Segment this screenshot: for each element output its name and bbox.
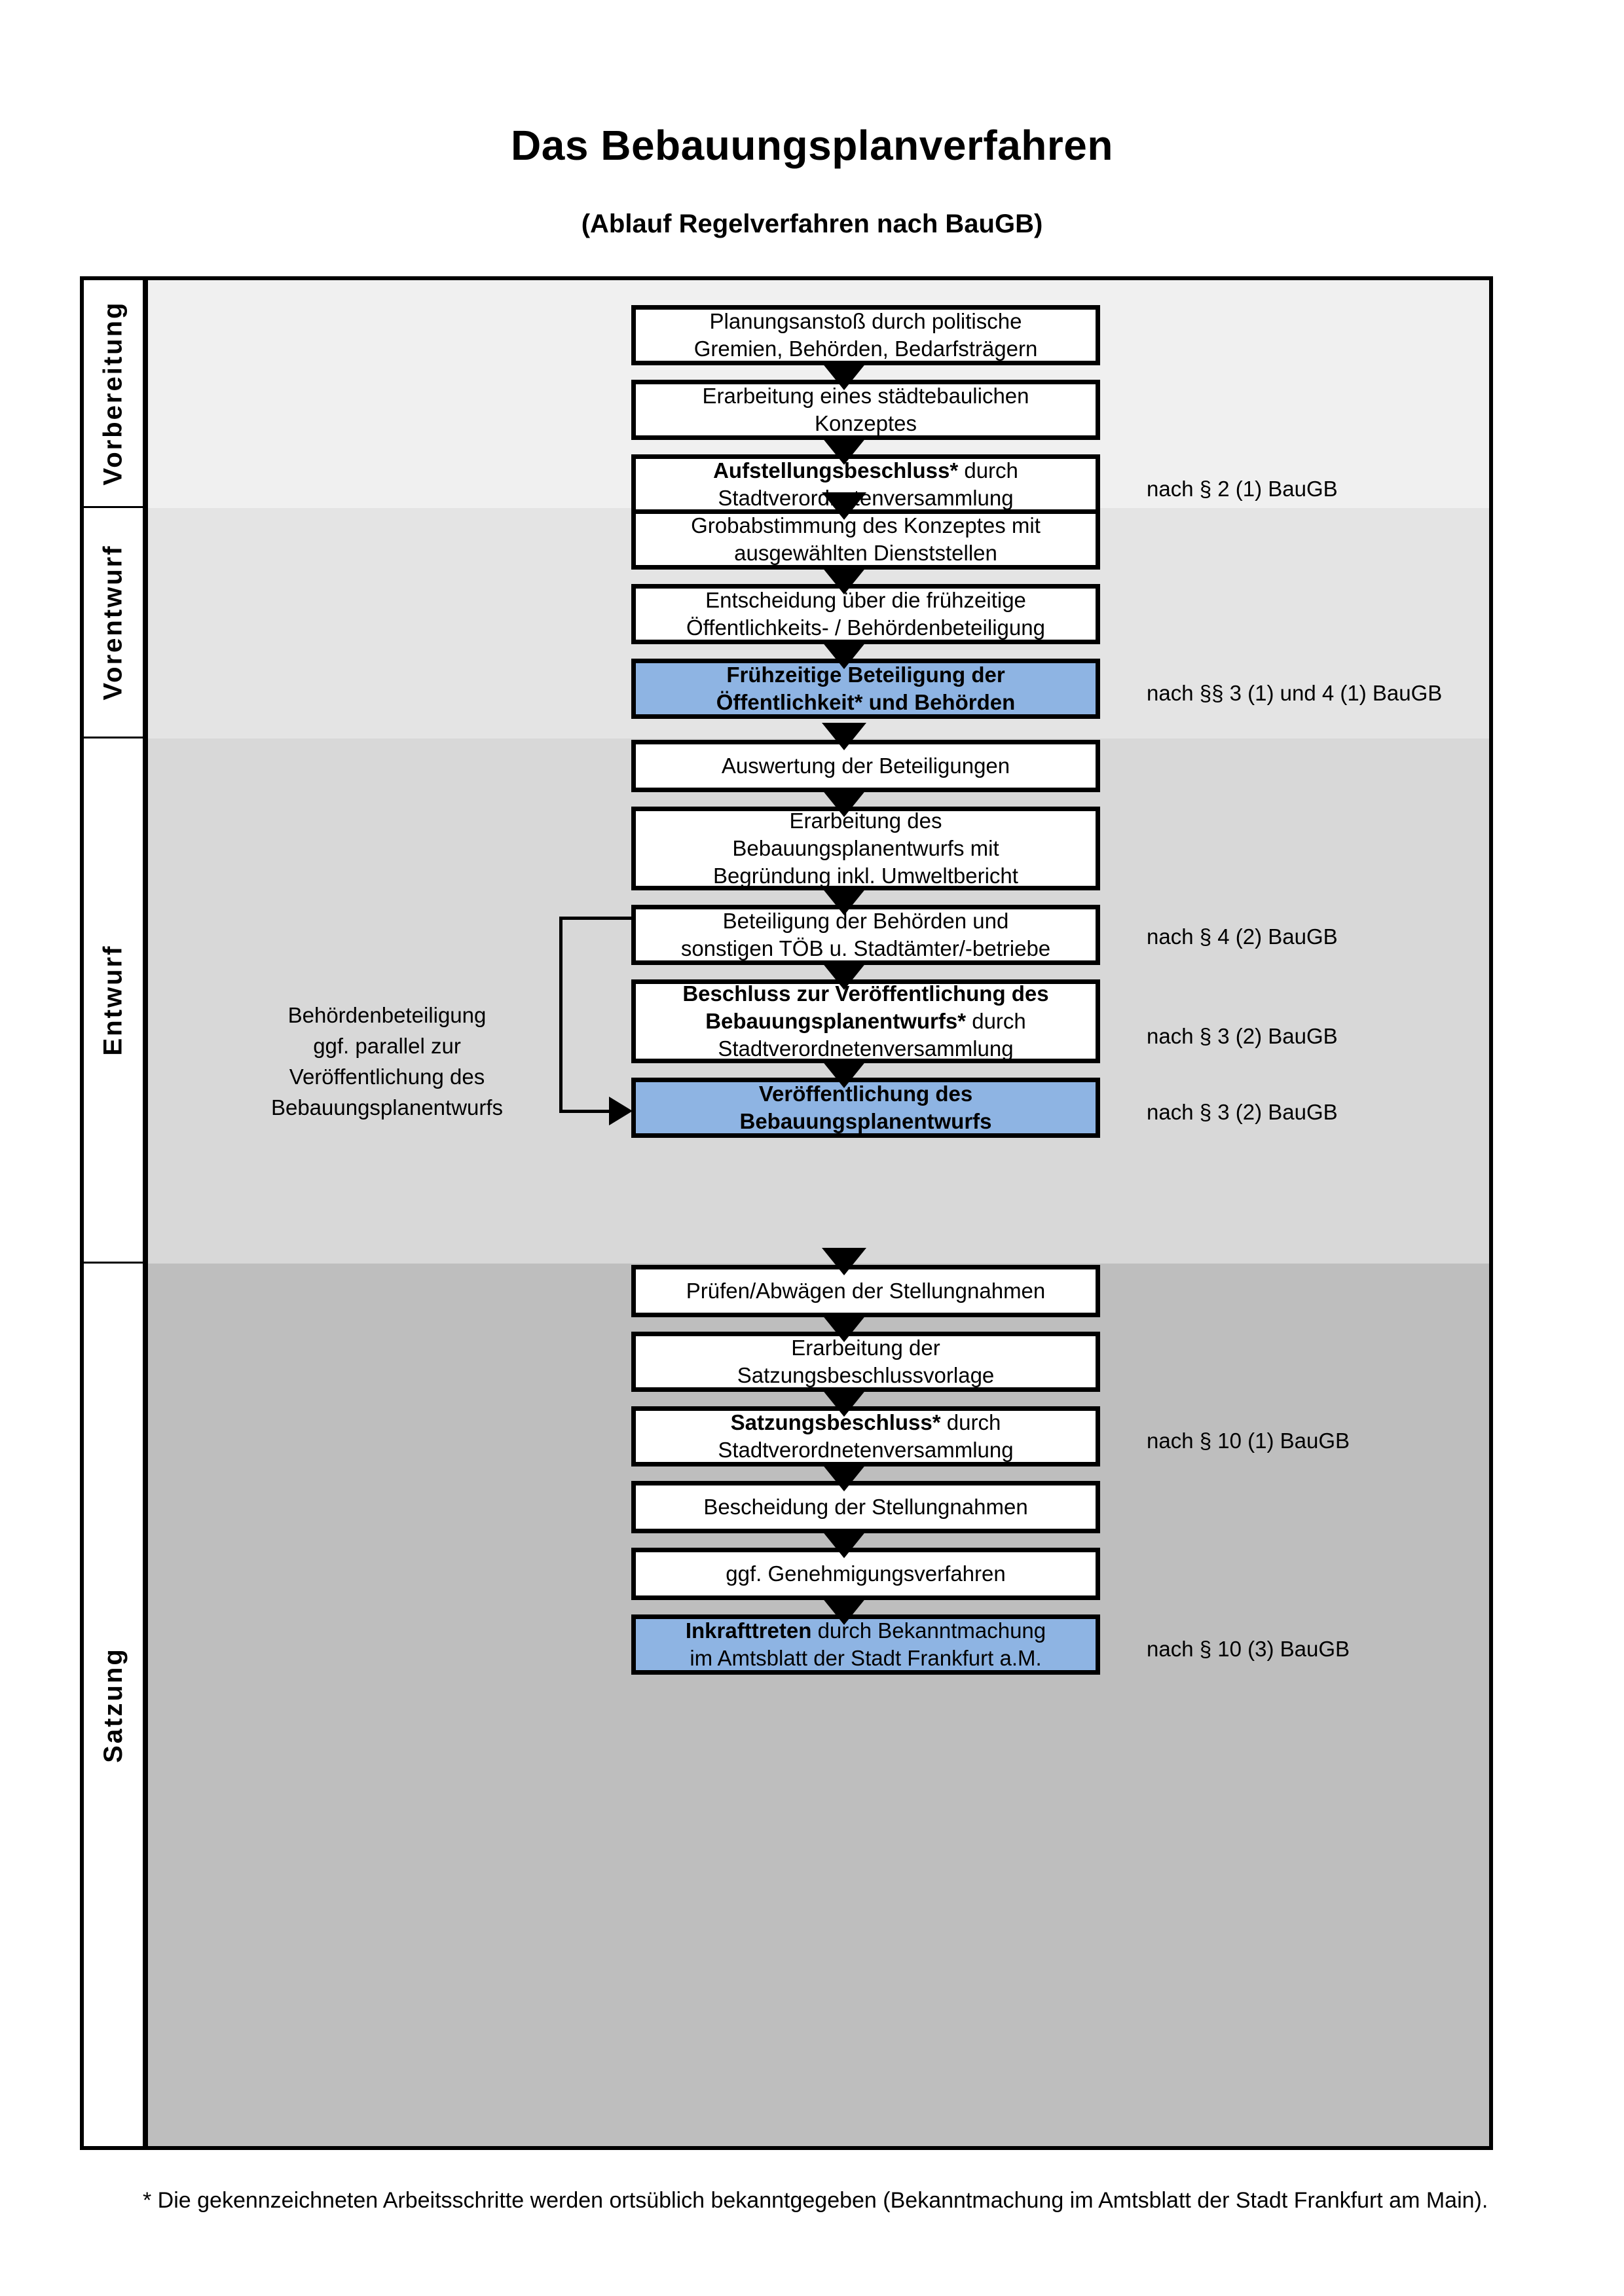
flow-arrow-down (822, 723, 866, 750)
connector-bottom-segment (559, 1110, 612, 1113)
flow-arrow-down (822, 492, 866, 520)
phase-label-vorbereitung: Vorbereitung (84, 280, 143, 508)
phase-label-satzung: Satzung (84, 1264, 143, 2146)
side-note-par4-2: nach § 4 (2) BauGB (1147, 924, 1338, 949)
node-line: Bebauungsplanentwurfs mit (732, 835, 999, 860)
left-annotation-line: ggf. parallel zur (313, 1033, 461, 1058)
node-line: durch (958, 458, 1018, 483)
flow-arrow-down (822, 962, 866, 990)
side-note-par3-2-b: nach § 3 (2) BauGB (1147, 1100, 1338, 1124)
node-line: ggf. Genehmigungsverfahren (726, 1561, 1006, 1586)
left-annotation-line: Behördenbeteiligung (287, 1003, 487, 1027)
phase-label-text: Vorbereitung (98, 301, 128, 486)
side-note-par10-3: nach § 10 (3) BauGB (1147, 1637, 1350, 1661)
left-annotation-line: Bebauungsplanentwurfs (270, 1095, 504, 1120)
node-line: Planungsanstoß durch politische (709, 308, 1022, 333)
node-line-bold: Inkrafttreten (685, 1618, 812, 1643)
phase-bands: Planungsanstoß durch politische Gremien,… (148, 280, 1489, 2146)
flow-arrow-down (822, 567, 866, 594)
footnote-text: * Die gekennzeichneten Arbeitsschritte w… (143, 2188, 1488, 2213)
page-subtitle: (Ablauf Regelverfahren nach BauGB) (581, 210, 1043, 238)
node-line: Öffentlichkeits- / Behördenbeteiligung (686, 615, 1045, 640)
band-vorbereitung: Planungsanstoß durch politische Gremien,… (148, 280, 1489, 515)
band-satzung: Prüfen/Abwägen der Stellungnahmen Erarbe… (148, 1248, 1489, 2146)
node-line: Gremien, Behörden, Bedarfsträgern (693, 337, 1038, 361)
node-line: Bescheidung der Stellungnahmen (703, 1494, 1028, 1519)
flow-arrow-down (822, 1464, 866, 1491)
flow-node-beschluss-veroeffentlichung: Beschluss zur Veröffentlichung des Bebau… (631, 979, 1100, 1063)
node-line: durch (940, 1410, 1001, 1434)
flow-arrow-down (822, 888, 866, 915)
flow-arrow-down (822, 1531, 866, 1558)
page-title: Das Bebauungsplanverfahren (511, 122, 1113, 169)
node-line-bold: Öffentlichkeit* und Behörden (716, 690, 1016, 714)
phase-label-column: Vorbereitung Vorentwurf Entwurf Satzung (84, 280, 148, 2146)
phase-label-vorentwurf: Vorentwurf (84, 508, 143, 738)
node-line-bold: Bebauungsplanentwurfs* (705, 1008, 967, 1033)
side-note-par3-1-4-1: nach §§ 3 (1) und 4 (1) BauGB (1147, 681, 1443, 705)
flow-arrow-down (822, 1248, 866, 1275)
node-line: Stadtverordnetenversammlung (718, 1438, 1014, 1462)
flow-arrow-down (822, 642, 866, 669)
flow-node-planungsanstoss: Planungsanstoß durch politische Gremien,… (631, 305, 1100, 365)
phase-label-text: Satzung (98, 1647, 128, 1763)
side-note-par2-1: nach § 2 (1) BauGB (1147, 477, 1338, 501)
flow-node-auswertung-beteiligungen: Auswertung der Beteiligungen (631, 740, 1100, 792)
connector-arrowhead-icon (609, 1097, 633, 1125)
flowchart-frame: Vorbereitung Vorentwurf Entwurf Satzung … (80, 276, 1493, 2150)
flow-arrow-down (822, 1061, 866, 1088)
phase-label-entwurf: Entwurf (84, 738, 143, 1264)
flow-node-erarbeitung-entwurf: Erarbeitung des Bebauungsplanentwurfs mi… (631, 807, 1100, 890)
phase-label-text: Entwurf (98, 944, 128, 1056)
connector-vertical-segment (559, 917, 563, 1113)
node-line: Satzungsbeschlussvorlage (737, 1363, 995, 1387)
flow-arrow-down (822, 1315, 866, 1342)
flow-arrow-down (822, 790, 866, 817)
left-annotation-behoerdenbeteiligung: Behördenbeteiligung ggf. parallel zur Ve… (233, 1000, 541, 1123)
node-line-bold: Bebauungsplanentwurfs (739, 1109, 992, 1133)
flow-arrow-down (822, 363, 866, 390)
node-line: ausgewählten Dienststellen (734, 541, 997, 565)
node-line: durch (966, 1008, 1026, 1033)
left-annotation-line: Veröffentlichung des (289, 1064, 485, 1089)
band-vorentwurf: Grobabstimmung des Konzeptes mit ausgewä… (148, 492, 1489, 738)
flow-arrow-down (822, 1597, 866, 1625)
flow-node-veroeffentlichung-entwurf: Veröffentlichung des Bebauungsplanentwur… (631, 1078, 1100, 1138)
node-line: Stadtverordnetenversammlung (718, 1036, 1014, 1061)
connector-top-segment (559, 917, 633, 920)
node-line: Auswertung der Beteiligungen (721, 753, 1010, 778)
side-note-par10-1: nach § 10 (1) BauGB (1147, 1429, 1350, 1453)
flow-arrow-down (822, 1389, 866, 1417)
flow-arrow-down (822, 437, 866, 465)
node-line: Begründung inkl. Umweltbericht (713, 864, 1018, 888)
node-line: im Amtsblatt der Stadt Frankfurt a.M. (690, 1646, 1042, 1670)
phase-label-text: Vorentwurf (98, 544, 128, 701)
node-line: sonstigen TÖB u. Stadtämter/-betriebe (680, 936, 1051, 960)
side-note-par3-2-a: nach § 3 (2) BauGB (1147, 1024, 1338, 1048)
band-entwurf: Auswertung der Beteiligungen Erarbeitung… (148, 723, 1489, 1264)
node-line: Prüfen/Abwägen der Stellungnahmen (686, 1278, 1046, 1303)
node-line: Konzeptes (815, 411, 917, 435)
